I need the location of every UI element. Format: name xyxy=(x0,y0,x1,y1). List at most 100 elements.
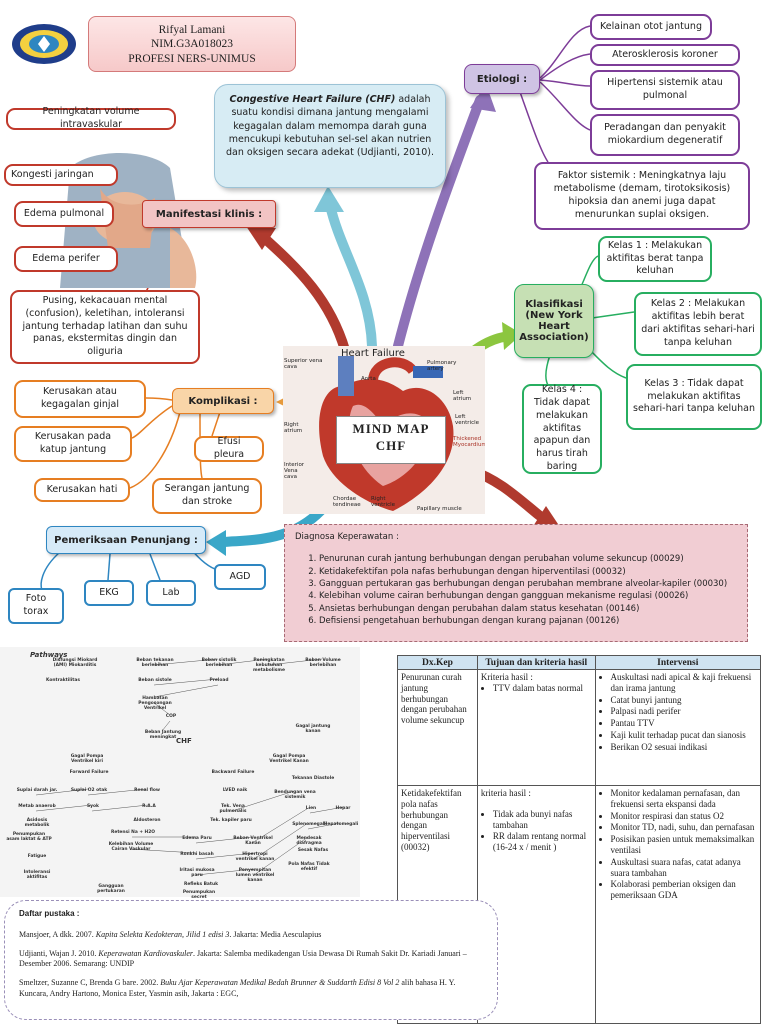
heart-label-left-ventricle: Left ventricle xyxy=(455,414,480,427)
col-header-dx: Dx.Kep xyxy=(397,655,478,670)
goal-title: Kriteria hasil : xyxy=(480,672,533,682)
pathway-node: Suplai darah jar. xyxy=(16,788,58,793)
diagnosa-item: Ansietas berhubungan dengan perubahan da… xyxy=(319,603,737,615)
heart-title: Heart Failure xyxy=(341,348,405,359)
intervention-item: Kaji kulit terhadap pucat dan sianosis xyxy=(611,730,757,741)
author-program: PROFESI NERS-UNIMUS xyxy=(128,52,256,65)
arrow-to-definisi xyxy=(325,200,377,351)
university-seal-icon xyxy=(12,24,76,64)
manifestasi-header: Manifestasi klinis : xyxy=(142,200,276,228)
manifestasi-item-2: Kongesti jaringan xyxy=(4,164,118,186)
pathway-node: Beban sistolik berlebihan xyxy=(201,658,237,668)
intervention-item: Monitor TD, nadi, suhu, dan pernafasan xyxy=(611,822,757,833)
pathway-connector xyxy=(87,788,147,796)
heart-label-pulmonary: Pulmonary artery xyxy=(427,360,457,373)
heart-label-chordae: Chordae tendineae xyxy=(333,496,361,509)
pathway-node: Peningkatan kebutuhan metabolisme xyxy=(253,658,285,673)
intervention-item: Monitor kedalaman pernafasan, dan frekue… xyxy=(611,788,757,810)
pathway-node: Preload xyxy=(209,678,229,683)
pathway-node: Gagal Pompa Ventrikel kiri xyxy=(70,754,104,764)
table-row: Penurunan curah jantung berhubungan deng… xyxy=(397,669,762,786)
pathway-node: COP xyxy=(165,714,177,719)
intervention-item: Kolaborasi pemberian oksigen dan pemerik… xyxy=(611,879,757,901)
manifestasi-item-5: Pusing, kekacauan mental (confusion), ke… xyxy=(10,290,200,364)
mind-map-title: MIND MAP CHF xyxy=(336,416,446,464)
author-nim: NIM.G3A018023 xyxy=(150,38,234,51)
pemeriksaan-item-lab: Lab xyxy=(146,580,196,606)
pathway-node: Sesak Nafas xyxy=(297,848,329,853)
pathway-node: Asidosis metabolik xyxy=(24,818,50,828)
pathway-node: Beban sistole xyxy=(138,678,172,683)
pathway-node: Penumpukan asam laktat & ATP xyxy=(6,832,52,842)
intervention-item: Monitor respirasi dan status O2 xyxy=(611,811,757,822)
intervention-item: Pantau TTV xyxy=(611,718,757,729)
pathway-node: Beban tekanan berlebihan xyxy=(136,658,174,668)
pemeriksaan-item-agd: AGD xyxy=(214,564,266,590)
heart-label-svc: Superior vena cava xyxy=(284,358,323,371)
pathway-connector xyxy=(253,836,309,876)
pemeriksaan-item-ekg: EKG xyxy=(84,580,134,606)
manifestasi-item-1: Peningkatan volume intravaskular xyxy=(6,106,176,130)
komplikasi-item-2: Kerusakan pada katup jantung xyxy=(14,426,132,462)
goal-title: kriteria hasil : xyxy=(480,788,531,798)
pathway-node: Renal flow xyxy=(134,788,160,793)
pathway-node: Backward Failure xyxy=(211,770,255,775)
mind-map-label: MIND MAP xyxy=(352,421,430,436)
intervention-item: Berikan O2 sesuai indikasi xyxy=(611,742,757,753)
komplikasi-item-4: Kerusakan hati xyxy=(34,478,130,502)
komplikasi-item-5: Serangan jantung dan stroke xyxy=(152,478,262,514)
dx-cell: Penurunan curah jantung berhubungan deng… xyxy=(397,669,478,786)
arrow-to-manifestasi xyxy=(257,231,350,355)
pathway-lines xyxy=(35,658,345,876)
pathway-node: Disfungsi Miokard (AMI) Miokarditis xyxy=(52,658,98,668)
goal-cell: Kriteria hasil : TTV dalam batas normal xyxy=(476,669,596,786)
pathway-node: Edema Paru xyxy=(182,836,212,841)
pathway-node: Bendungan vena sistemik xyxy=(274,790,316,800)
diagnosa-keperawatan: Diagnosa Keperawatan : Penurunan curah j… xyxy=(284,524,748,642)
pathway-node: Mendesak diafragma xyxy=(296,836,322,846)
komplikasi-header: Komplikasi : xyxy=(172,388,274,414)
pathway-node: Beban Ventrikel Kanan xyxy=(233,836,273,846)
identity-card: Rifyal Lamani NIM.G3A018023 PROFESI NERS… xyxy=(88,16,296,72)
pathway-center: CHF xyxy=(176,737,192,745)
arrow-to-etiologi xyxy=(393,95,485,351)
intervention-cell: Monitor kedalaman pernafasan, dan frekue… xyxy=(594,785,762,1024)
col-header-goal: Tujuan dan kriteria hasil xyxy=(476,655,596,670)
heart-label-right-atrium: Right atrium xyxy=(284,422,303,435)
etiologi-item-5: Faktor sistemik : Meningkatnya laju meta… xyxy=(534,162,750,230)
pathway-node: Pola Nafas Tidak efektif xyxy=(288,862,330,872)
pathway-connector xyxy=(161,720,171,732)
pathway-node: Tek. Vena pulmonalis xyxy=(219,804,247,814)
pathway-diagram: Pathways CHF Disfungsi Miokard (AMI) Mio… xyxy=(0,647,360,900)
manifestasi-item-3: Edema pulmonal xyxy=(14,201,114,227)
pathway-connector xyxy=(231,790,295,812)
diagnosa-item: Kelebihan volume cairan berhubungan deng… xyxy=(319,590,737,602)
pathway-connector xyxy=(91,804,149,812)
pathway-node: LVED naik xyxy=(222,788,248,793)
klasifikasi-item-1: Kelas 1 : Melakukan aktifitas berat tanp… xyxy=(598,236,712,282)
intervention-item: Palpasi nadi perifer xyxy=(611,706,757,717)
klasifikasi-header: Klasifikasi (New York Heart Association) xyxy=(514,284,594,358)
chf-definition: Congestive Heart Failure (CHF) adalah su… xyxy=(214,84,446,188)
pathway-node: Kelebihan Volume Cairan Vaskular xyxy=(108,842,154,852)
pathway-node: Kontraktilitas xyxy=(46,678,80,683)
goal-item: Tidak ada bunyi nafas tambahan xyxy=(493,809,592,831)
diagnosa-list: Penurunan curah jantung berhubungan deng… xyxy=(319,553,737,627)
col-header-intervention: Intervensi xyxy=(594,655,762,670)
pathway-node: Aldosteron xyxy=(133,818,161,823)
klasifikasi-item-2: Kelas 2 : Melakukan aktifitas lebih bera… xyxy=(634,292,762,356)
pathway-connector xyxy=(195,836,253,844)
pathway-connector xyxy=(309,806,345,814)
pathway-node: Penyempitan lumen ventrikel kanan xyxy=(235,868,275,883)
pathway-connector xyxy=(217,658,269,666)
pathway-node: Intoleransi aktifitas xyxy=(23,870,51,880)
pathway-connector xyxy=(253,822,309,860)
pathway-node: Beban Jantung meningkat xyxy=(144,730,182,740)
pathway-node: Gangguan pertukaran xyxy=(97,884,125,894)
definition-text: adalah suatu kondisi dimana jantung meng… xyxy=(225,94,434,159)
komplikasi-item-3: Efusi pleura xyxy=(194,436,264,462)
reference-item: Udjianti, Wajan J. 2010. Keperawatan Kar… xyxy=(19,948,467,969)
author-name: Rifyal Lamani xyxy=(158,24,226,36)
etiologi-header: Etiologi : xyxy=(464,64,540,94)
etiologi-item-3: Hipertensi sistemik atau pulmonal xyxy=(590,70,740,110)
